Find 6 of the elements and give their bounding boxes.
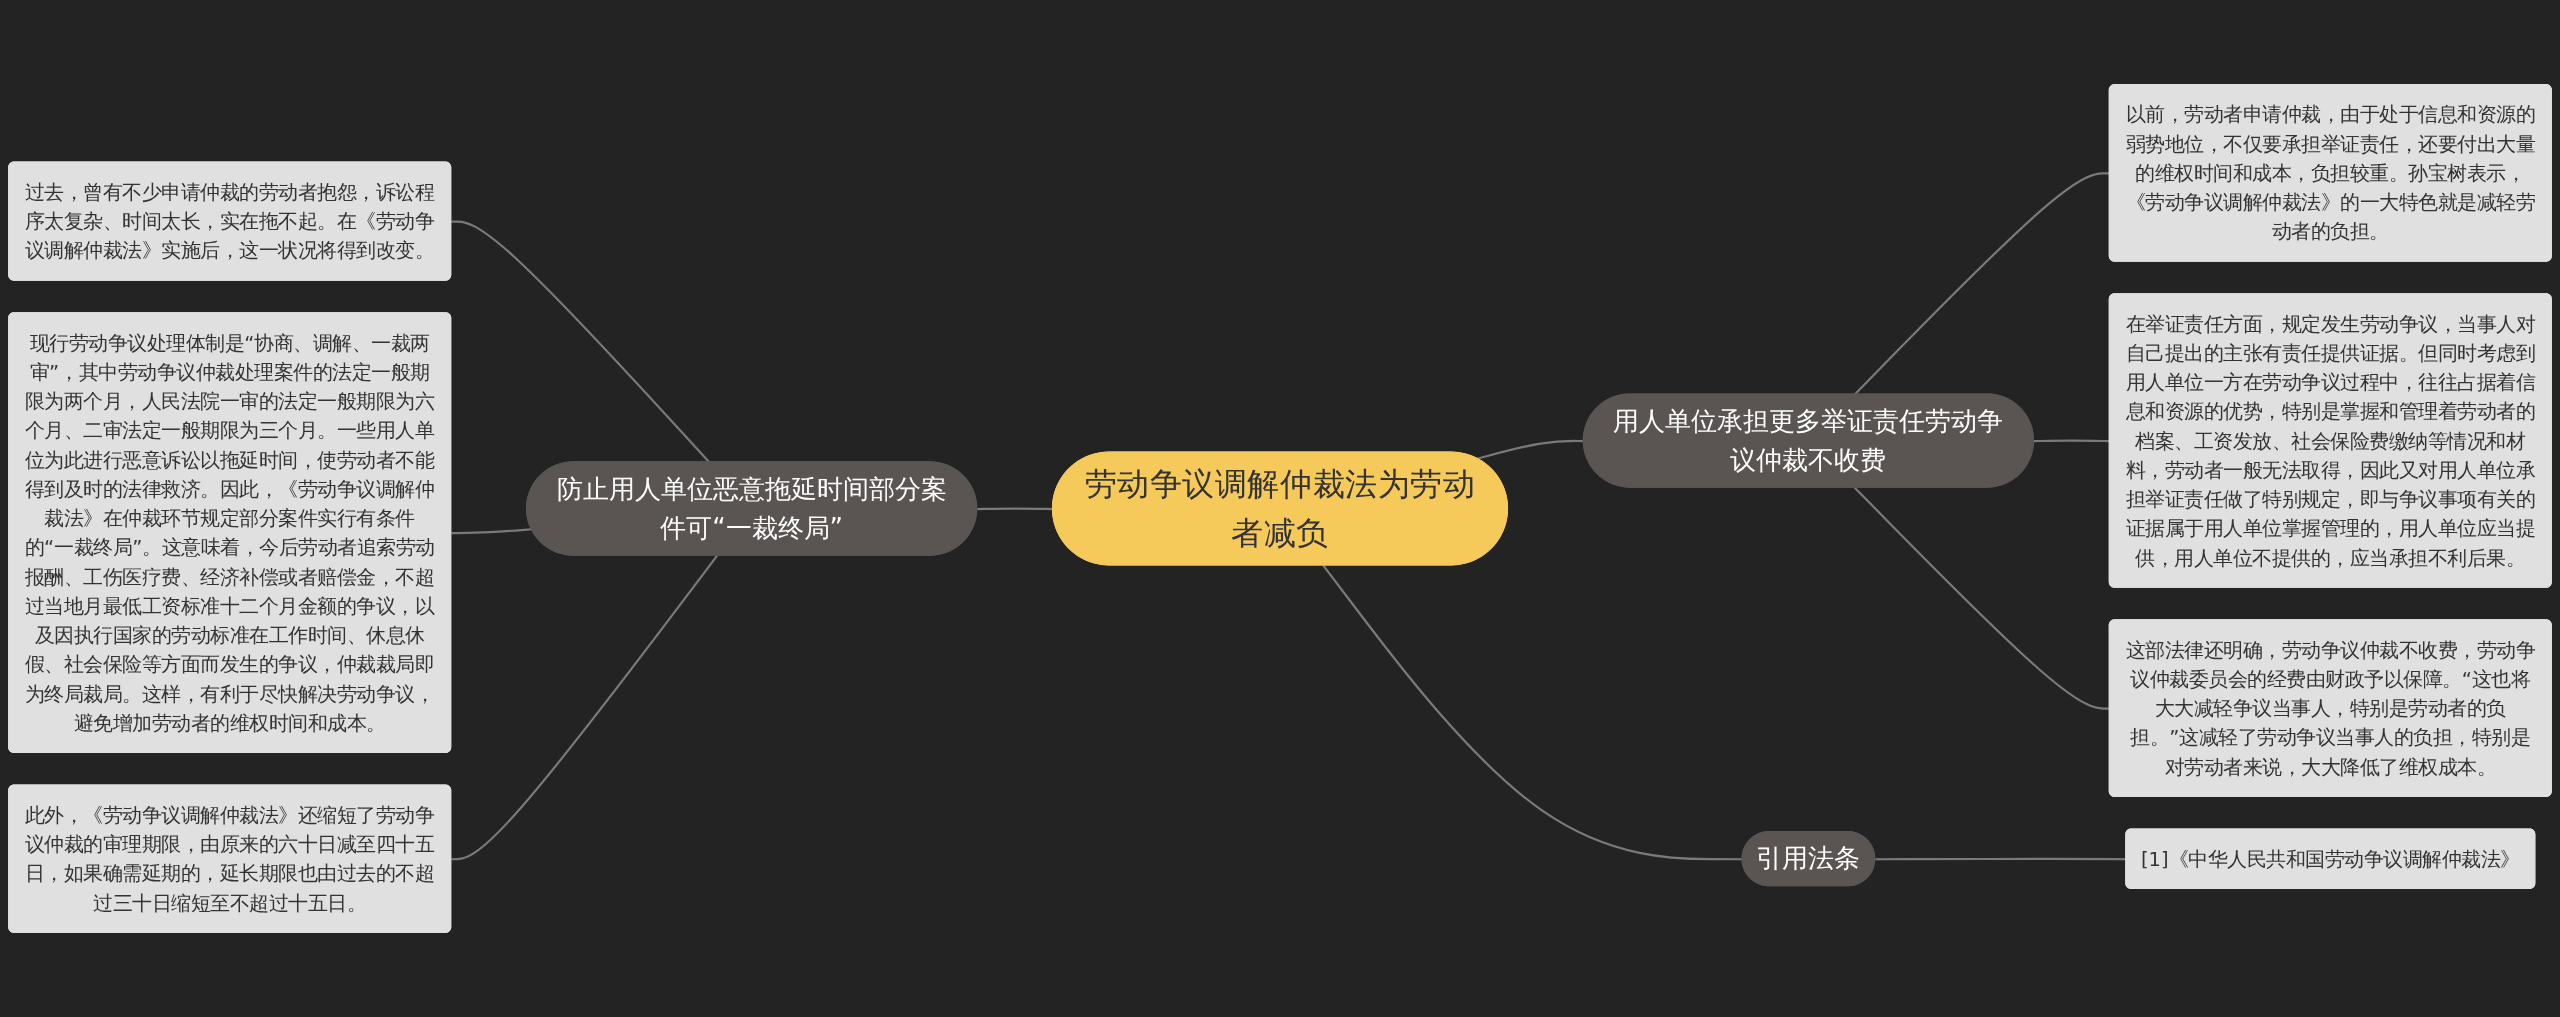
connector bbox=[1476, 439, 1584, 460]
connector bbox=[451, 528, 532, 535]
connector bbox=[451, 554, 719, 861]
connector bbox=[2033, 439, 2110, 443]
connector bbox=[1853, 486, 2110, 710]
connector bbox=[1322, 564, 1743, 861]
